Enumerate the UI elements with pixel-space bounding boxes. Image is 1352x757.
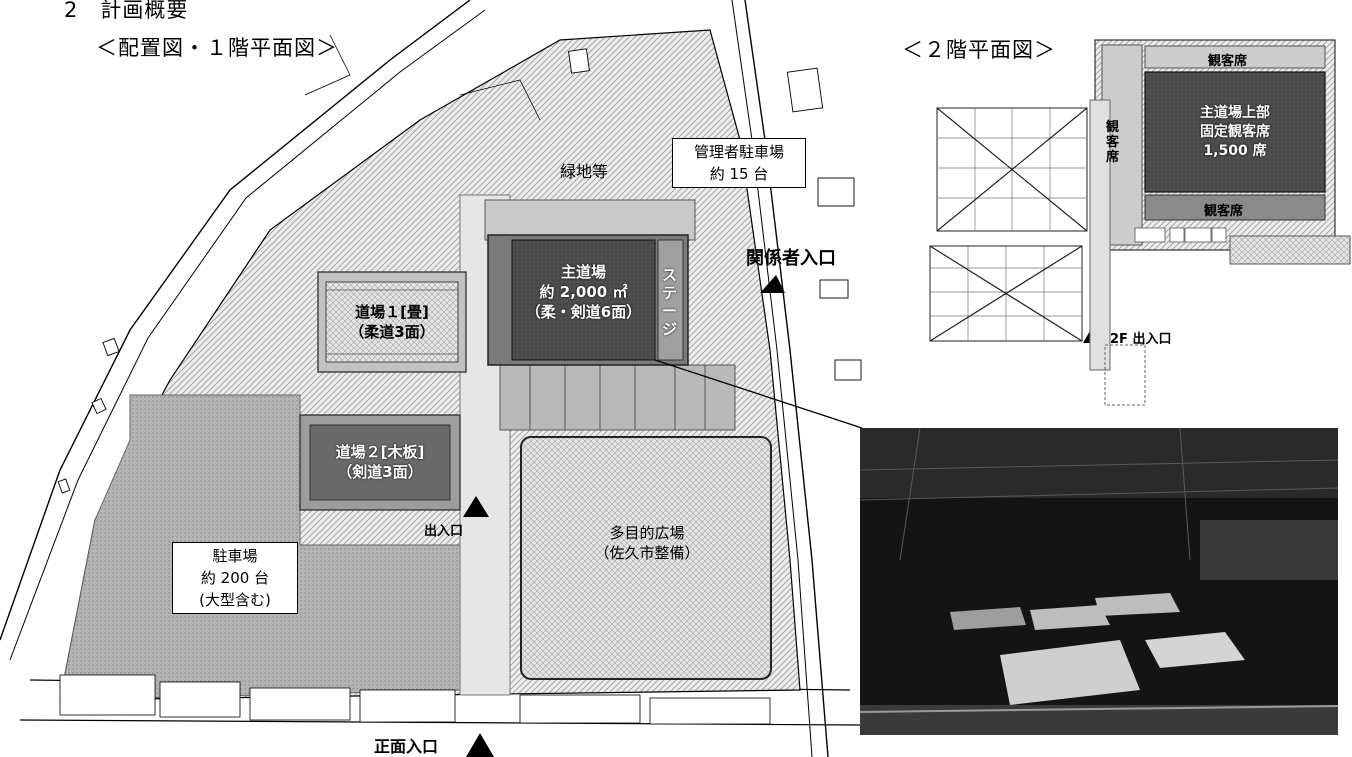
spectator-top-label: 観客席 (1208, 54, 1248, 69)
dojo-interior-photo (859, 427, 1339, 735)
dojo1-line1: 道場１[畳] (355, 303, 429, 321)
upper-main-line3: 1,500 席 (1203, 143, 1267, 159)
lobby-rooms (499, 364, 736, 431)
spectator-left-label: 観客席 (1106, 120, 1120, 165)
dojo1-line2: （柔道3面） (349, 323, 435, 341)
parking-line3: (大型含む) (199, 591, 271, 609)
plaza-line1: 多目的広場 (609, 524, 685, 542)
road-edge-west (0, 0, 471, 641)
spectator-bottom-label: 観客席 (1204, 204, 1244, 219)
staff-entrance-label: 関係者入口 (746, 248, 836, 269)
site-plan-title: ＜配置図・１階平面図＞ (96, 36, 338, 60)
plaza-line2: （佐久市整備） (594, 544, 700, 562)
dojo2-floor (309, 424, 451, 501)
photo-pointer-line (654, 359, 863, 429)
parking-box: 駐車場 約 200 台 (大型含む) (172, 542, 298, 614)
dojo2-label: 道場２[木板] （剣道3面） (310, 442, 450, 482)
entrance-marker (463, 496, 489, 517)
dojo1-label: 道場１[畳] （柔道3面） (326, 302, 458, 342)
dojo1-floor (325, 281, 459, 363)
floor2-main-upper (1144, 71, 1326, 193)
entrance-label: 出入口 (424, 524, 464, 539)
admin-parking-line2: 約 15 台 (709, 165, 769, 183)
floor2-void-upper (936, 107, 1088, 232)
stage-label: ステージ (662, 266, 678, 338)
dojo2-line2: （剣道3面） (337, 463, 423, 481)
main-dojo-floor (511, 239, 656, 361)
front-entrance-marker (466, 733, 494, 757)
plaza-label: 多目的広場 （佐久市整備） (582, 523, 712, 563)
upper-main-label: 主道場上部 固定観客席 1,500 席 (1145, 104, 1325, 161)
admin-parking-box: 管理者駐車場 約 15 台 (672, 138, 806, 188)
green-area-label: 緑地等 (560, 162, 609, 181)
main-dojo-label: 主道場 約 2,000 ㎡ （柔・剣道6面） (512, 262, 655, 322)
floor2-void-lower (929, 245, 1083, 342)
dojo2-line1: 道場２[木板] (335, 443, 425, 461)
road-edge-east (744, 0, 829, 757)
admin-parking-line1: 管理者駐車場 (693, 143, 784, 161)
main-dojo-line1: 主道場 (560, 263, 606, 281)
stage-block (657, 239, 684, 361)
upper-main-line1: 主道場上部 (1200, 105, 1270, 121)
staff-entrance-marker (760, 275, 785, 293)
plaza-outline (520, 436, 772, 680)
parking-line1: 駐車場 (212, 547, 258, 565)
second-floor-title: ＜２階平面図＞ (902, 38, 1056, 62)
main-dojo-line2: 約 2,000 ㎡ (539, 283, 628, 301)
parking-line2: 約 200 台 (200, 569, 270, 587)
upper-main-line2: 固定観客席 (1200, 124, 1270, 140)
main-dojo-line3: （柔・剣道6面） (525, 303, 642, 321)
exit-2f-label: 2F 出入口 (1110, 332, 1172, 347)
section-heading: 2 計画概要 (64, 0, 189, 22)
front-entrance-label: 正面入口 (374, 737, 439, 756)
